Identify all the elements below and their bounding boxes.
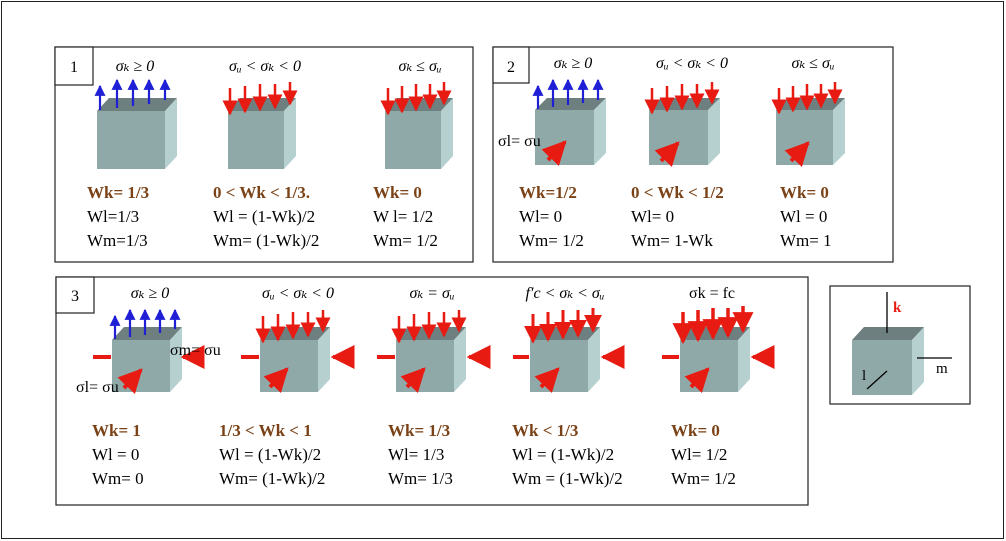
panel3-case1-wm: Wm= 0 <box>92 469 144 488</box>
panel3-case5-wk: Wk= 0 <box>671 421 720 440</box>
panel3-case4-condition: f′c < σₖ < σᵤ <box>526 285 605 302</box>
axis-m-label: m <box>936 361 948 377</box>
panel1-case1-wm: Wm=1/3 <box>87 231 148 250</box>
panel2-cube1 <box>532 78 606 166</box>
panel3-case3-wm: Wm= 1/3 <box>388 469 453 488</box>
panel3-case1-condition: σₖ ≥ 0 <box>131 285 170 302</box>
panel3-cube3 <box>377 310 491 393</box>
panel2-case2-condition: σᵤ < σₖ < 0 <box>656 55 728 72</box>
panel3-case1-wk: Wk= 1 <box>92 421 141 440</box>
panel3-case4-wk: Wk < 1/3 <box>512 421 578 440</box>
panel1-case3-wk: Wk= 0 <box>373 183 422 202</box>
panel2-case3-wl: Wl = 0 <box>780 207 827 226</box>
panel2-case3-condition: σₖ ≤ σᵤ <box>791 55 834 72</box>
panel1-case2-wk: 0 < Wk < 1/3. <box>213 183 310 202</box>
panel3-case1-wl: Wl = 0 <box>92 445 139 464</box>
panel3-cube1 <box>93 308 205 394</box>
panel3-case5-wm: Wm= 1/2 <box>671 469 736 488</box>
panel-3-frame <box>55 276 809 506</box>
panel3-cube2 <box>241 310 355 393</box>
panel2-case3-wm: Wm= 1 <box>780 231 832 250</box>
panel2-sigma-l-label: σl= σu <box>498 133 541 150</box>
panel2-case1-condition: σₖ ≥ 0 <box>554 55 593 72</box>
panel3-case2-condition: σᵤ < σₖ < 0 <box>262 285 334 302</box>
panel1-cube3 <box>380 82 453 169</box>
panel-2-frame <box>492 46 894 263</box>
panel1-case1-wk: Wk= 1/3 <box>87 183 149 202</box>
panel3-case2-wl: Wl = (1-Wk)/2 <box>219 445 321 464</box>
panel2-cube2 <box>644 82 720 167</box>
panel2-case3-wk: Wk= 0 <box>780 183 829 202</box>
axis-l-label: l <box>862 368 866 384</box>
panel1-case2-wm: Wm= (1-Wk)/2 <box>213 231 319 250</box>
panel1-case2-condition: σᵤ < σₖ < 0 <box>229 58 301 75</box>
panel3-case5-wl: Wl= 1/2 <box>671 445 727 464</box>
panel-2-number-box <box>492 46 530 84</box>
panel3-case4-wm: Wm = (1-Wk)/2 <box>512 469 623 488</box>
panel-1-number: 1 <box>70 59 78 76</box>
panel1-case3-wm: Wm= 1/2 <box>373 231 438 250</box>
panel3-sigma-l-label: σl= σu <box>76 379 119 396</box>
panel3-case2-wk: 1/3 < Wk < 1 <box>219 421 312 440</box>
panel3-case4-wl: Wl = (1-Wk)/2 <box>512 445 614 464</box>
panel-1-frame <box>54 46 474 263</box>
panel2-case1-wl: Wl= 0 <box>519 207 562 226</box>
panel3-sigma-m-label: σm= σu <box>170 342 221 359</box>
panel3-cube4 <box>513 308 625 393</box>
panel1-case1-condition: σₖ ≥ 0 <box>116 58 155 75</box>
panel1-case2-wl: Wl = (1-Wk)/2 <box>213 207 315 226</box>
panel-2-number: 2 <box>507 59 515 76</box>
panel2-case2-wm: Wm= 1-Wk <box>631 231 713 250</box>
panel3-case5-condition: σk = fc <box>689 285 735 302</box>
panel3-case3-condition: σₖ = σᵤ <box>409 285 454 302</box>
panel2-case1-wk: Wk=1/2 <box>519 183 577 202</box>
axes-legend-frame <box>829 285 971 405</box>
panel1-case3-wl: W l= 1/2 <box>373 207 433 226</box>
axis-k-label: k <box>893 300 902 316</box>
panel3-case2-wm: Wm= (1-Wk)/2 <box>219 469 325 488</box>
panel1-cube2 <box>222 82 298 169</box>
panel1-case3-condition: σₖ ≤ σᵤ <box>398 58 441 75</box>
panel2-case1-wm: Wm= 1/2 <box>519 231 584 250</box>
panel3-case3-wl: Wl= 1/3 <box>388 445 444 464</box>
panel-1-number-box <box>54 46 94 86</box>
panel2-cube3 <box>771 82 845 167</box>
panel2-case2-wk: 0 < Wk < 1/2 <box>631 183 724 202</box>
panel2-case2-wl: Wl= 0 <box>631 207 674 226</box>
panel3-case3-wk: Wk= 1/3 <box>388 421 450 440</box>
panel-3-number: 3 <box>71 288 79 305</box>
panel1-case1-wl: Wl=1/3 <box>87 207 139 226</box>
panel-3-number-box <box>55 276 95 314</box>
axes-legend-cube <box>852 292 952 395</box>
panel3-cube5 <box>662 306 775 393</box>
panel1-cube1 <box>94 78 177 169</box>
